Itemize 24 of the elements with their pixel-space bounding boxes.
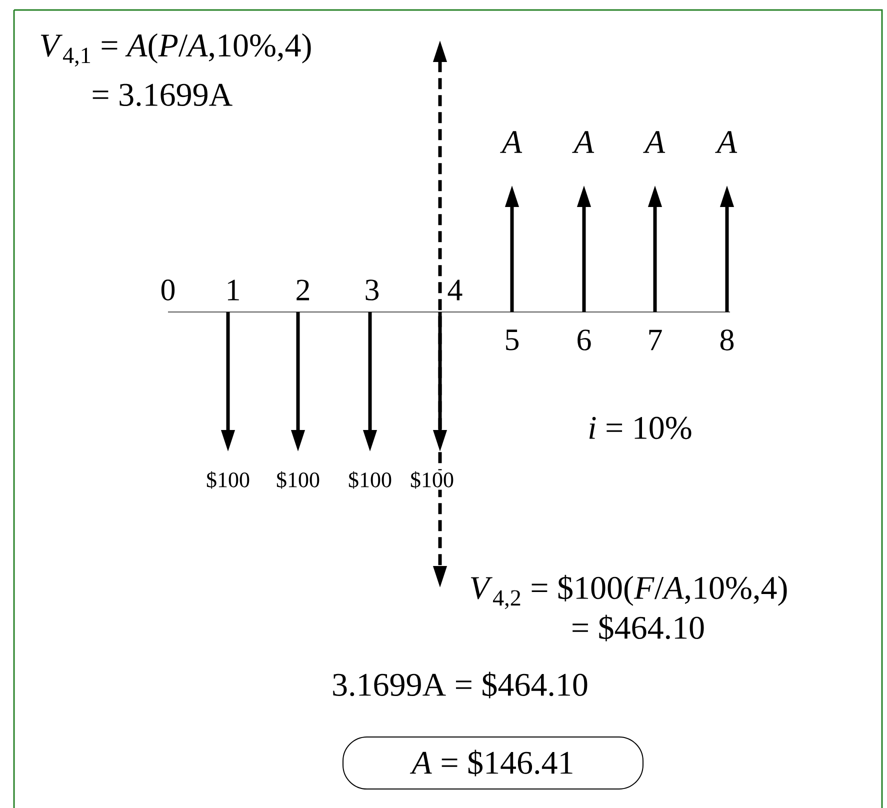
amount-label: A [643, 131, 666, 153]
equation-text: 3.1699A = $464.10 [333, 672, 588, 698]
equation-text: = 3.1699A [92, 84, 232, 106]
period-number: 2 [296, 280, 310, 300]
result-box: A = $146.41 [342, 736, 644, 790]
period-number: 0 [161, 280, 175, 300]
equation-text: = $464.10 [572, 614, 704, 642]
period-number: 4 [446, 278, 464, 302]
equation-text: V$_{4,2}$ = $100(F/A,10%,4) [470, 574, 787, 610]
amount-label: A [715, 131, 738, 153]
amount-label: $100 [206, 471, 250, 489]
period-number: 3 [366, 280, 379, 300]
amount-label: A [500, 131, 522, 153]
interest-rate-label: i = 10% [589, 416, 692, 440]
amount-label: A [572, 131, 594, 153]
period-number: 5 [506, 330, 519, 350]
amount-label: $100 [409, 470, 455, 490]
amount-label: $100 [276, 471, 320, 489]
amount-label: $100 [348, 471, 392, 489]
period-number: 1 [228, 280, 239, 300]
equation-text: V$_{4,1}$ = A(P/A,10%,4) [40, 33, 311, 67]
period-number: 7 [649, 330, 662, 350]
period-number: 8 [720, 330, 734, 350]
period-number: 6 [578, 330, 591, 350]
